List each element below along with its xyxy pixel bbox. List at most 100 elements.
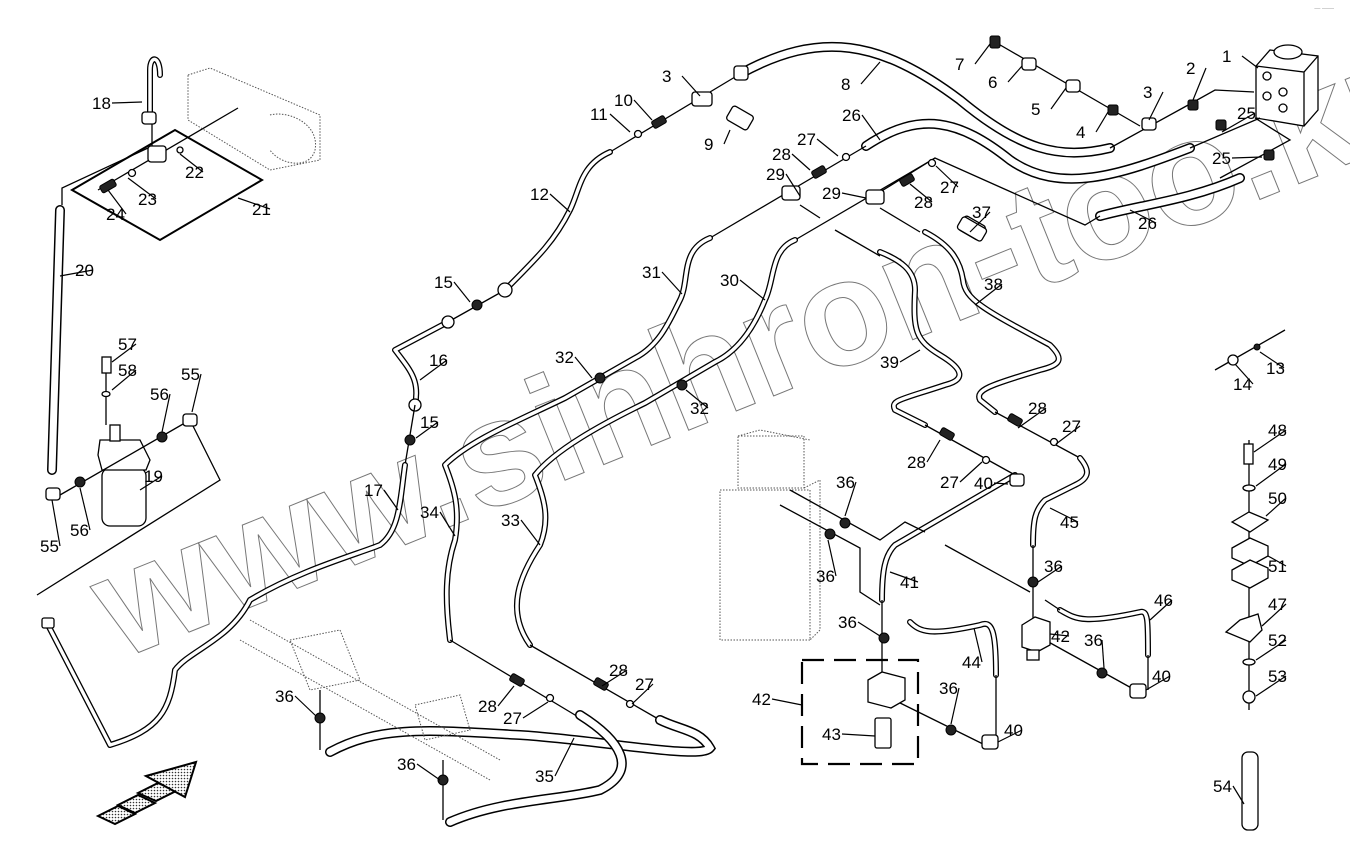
callout-number: 20 xyxy=(75,261,94,280)
callout-56: 56 xyxy=(70,487,91,540)
callout-12: 12 xyxy=(530,185,571,213)
callout-20: 20 xyxy=(59,261,94,280)
callout-number: 35 xyxy=(535,767,554,786)
callout-42: 42 xyxy=(752,690,803,709)
callout-number: 14 xyxy=(1233,375,1252,394)
callout-46: 46 xyxy=(1149,591,1173,621)
callout-1: 1 xyxy=(1222,47,1259,69)
callout-49: 49 xyxy=(1255,455,1287,487)
callout-number: 13 xyxy=(1266,359,1285,378)
callout-number: 56 xyxy=(70,521,89,540)
callout-leader xyxy=(974,43,991,65)
filter-19 xyxy=(45,356,198,527)
callout-37: 37 xyxy=(969,203,991,233)
callout-leader xyxy=(111,369,137,391)
pipe-46 xyxy=(1057,607,1151,658)
callout-58: 58 xyxy=(111,361,137,391)
callout-51: 51 xyxy=(1267,555,1287,576)
callout-leader xyxy=(1241,55,1259,69)
callout-number: 46 xyxy=(1154,591,1173,610)
callout-leader xyxy=(1267,555,1287,567)
callout-29: 29 xyxy=(766,165,801,197)
callout-number: 44 xyxy=(962,653,981,672)
callout-31: 31 xyxy=(642,263,683,295)
callout-leader xyxy=(522,701,549,719)
callout-number: 24 xyxy=(106,205,125,224)
callout-number: 23 xyxy=(138,190,157,209)
callout-leader xyxy=(771,698,803,706)
callout-23: 23 xyxy=(127,177,157,209)
callout-leader xyxy=(453,281,471,303)
callout-28: 28 xyxy=(772,145,811,171)
callout-16: 16 xyxy=(419,351,448,381)
callout-35: 35 xyxy=(535,737,575,786)
pipe-44 xyxy=(907,619,999,678)
callout-number: 30 xyxy=(720,271,739,290)
callout-leader xyxy=(415,421,439,439)
callout-48: 48 xyxy=(1253,421,1287,453)
callout-number: 42 xyxy=(1051,627,1070,646)
callout-34: 34 xyxy=(420,503,456,537)
hose-26-lower xyxy=(1095,173,1245,221)
callout-leader xyxy=(419,359,448,381)
callout-number: 28 xyxy=(1028,399,1047,418)
callout-leader xyxy=(997,729,1023,743)
pipe-38 xyxy=(922,229,1062,415)
callout-26: 26 xyxy=(842,106,881,141)
callout-leader xyxy=(416,763,441,781)
callout-2: 2 xyxy=(1186,59,1207,101)
callout-53: 53 xyxy=(1255,667,1287,697)
callout-leader xyxy=(1234,363,1254,385)
pipe-16 xyxy=(392,319,451,408)
callout-number: 12 xyxy=(530,185,549,204)
callout-number: 36 xyxy=(838,613,857,632)
callout-leader xyxy=(237,197,271,210)
callout-54: 54 xyxy=(1213,777,1245,805)
callout-leader xyxy=(1055,425,1081,445)
callout-leader xyxy=(1145,675,1171,691)
hose-35 xyxy=(325,710,717,827)
callout-43: 43 xyxy=(822,725,876,744)
callout-leader xyxy=(973,627,983,663)
callout-leader xyxy=(844,481,857,517)
pipe-45 xyxy=(1030,455,1090,548)
callout-leader xyxy=(950,687,960,725)
callout-number: 36 xyxy=(816,567,835,586)
callout-leader xyxy=(549,193,571,213)
callout-57: 57 xyxy=(111,335,137,363)
callout-27: 27 xyxy=(631,675,654,705)
callout-leader xyxy=(861,114,881,141)
callout-7: 7 xyxy=(955,43,991,74)
callout-leader xyxy=(574,356,593,379)
callout-44: 44 xyxy=(962,627,983,672)
callout-number: 36 xyxy=(939,679,958,698)
callout-36: 36 xyxy=(1084,631,1105,669)
callout-leader xyxy=(827,539,837,577)
callout-leader xyxy=(1049,633,1070,637)
callout-50: 50 xyxy=(1265,489,1287,517)
callout-number: 36 xyxy=(397,755,416,774)
callout-labels: 1233456789101112131415151617181920212223… xyxy=(40,43,1287,805)
callout-leader xyxy=(1265,497,1287,517)
callout-52: 52 xyxy=(1255,631,1287,661)
callout-number: 36 xyxy=(275,687,294,706)
callout-15: 15 xyxy=(415,413,439,439)
callout-number: 4 xyxy=(1076,123,1085,142)
callout-leader xyxy=(191,373,202,413)
callout-21: 21 xyxy=(237,197,271,219)
callout-leader xyxy=(520,519,541,546)
callout-33: 33 xyxy=(501,511,541,546)
callout-39: 39 xyxy=(880,349,921,372)
callout-number: 28 xyxy=(478,697,497,716)
callout-number: 45 xyxy=(1060,513,1079,532)
callout-29: 29 xyxy=(822,184,867,203)
callout-number: 19 xyxy=(144,467,163,486)
callout-40: 40 xyxy=(1145,667,1171,691)
callout-leader xyxy=(609,113,631,133)
callout-41: 41 xyxy=(889,571,919,592)
callout-number: 47 xyxy=(1268,595,1287,614)
sensor-37 xyxy=(956,216,988,242)
callout-leader xyxy=(785,173,801,197)
callout-number: 25 xyxy=(1237,104,1256,123)
callout-leader xyxy=(111,101,143,104)
